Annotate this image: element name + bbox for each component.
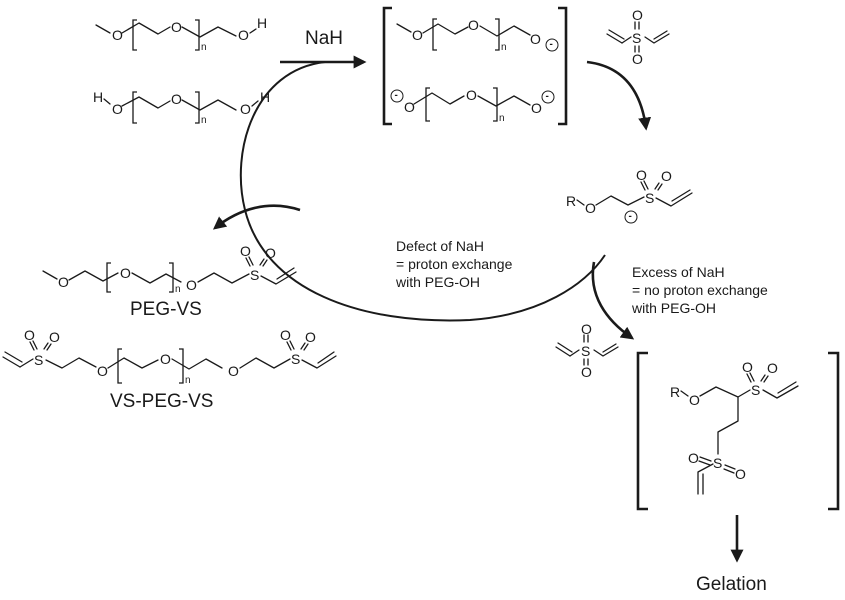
atom-o: O (171, 19, 182, 35)
atom-o: O (120, 265, 131, 281)
atom-o: O (240, 243, 251, 259)
atom-o: O (228, 363, 239, 379)
to-peg-vs-arrow (212, 204, 301, 230)
atom-o: O (767, 360, 778, 376)
atom-o: O (265, 245, 276, 261)
atom-o: O (688, 450, 699, 466)
atom-o: O (112, 27, 123, 43)
atom-r: R (670, 384, 680, 400)
defect-line-1: Defect of NaH (396, 238, 484, 254)
charge-minus: - (546, 91, 549, 102)
defect-line-2: = proton exchange (396, 256, 513, 272)
repeat-n: n (501, 42, 507, 53)
atom-o: O (581, 364, 592, 380)
atom-o: O (305, 329, 316, 345)
charge-minus: - (629, 211, 632, 222)
atom-o: O (240, 101, 251, 117)
atom-o: O (238, 27, 249, 43)
repeat-n: n (175, 284, 181, 295)
atom-o: O (636, 167, 647, 183)
atom-o: O (531, 100, 542, 116)
atom-r: R (566, 193, 576, 209)
repeat-n: n (201, 115, 207, 126)
left-bracket (636, 351, 648, 511)
atom-o: O (468, 17, 479, 33)
right-bracket (828, 351, 840, 511)
reagent-label-nah: NaH (305, 28, 343, 49)
atom-o: O (585, 200, 596, 216)
atom-s: S (34, 352, 43, 368)
atom-o: O (632, 51, 643, 67)
atom-o: O (280, 327, 291, 343)
vs-peg-vs-label: VS-PEG-VS (110, 391, 213, 412)
right-bracket (558, 6, 568, 126)
atom-s: S (632, 30, 641, 46)
left-bracket (382, 6, 392, 126)
atom-o: O (58, 274, 69, 290)
excess-branch-arrow (591, 261, 635, 340)
atom-o: O (404, 99, 415, 115)
atom-o: O (171, 91, 182, 107)
divinyl-sulfone-top: S O O (606, 7, 670, 67)
peg-diol-structure: H O O n O H (93, 89, 270, 126)
atom-o: O (530, 31, 541, 47)
atom-s: S (291, 351, 300, 367)
atom-o: O (112, 101, 123, 117)
atom-o: O (160, 351, 171, 367)
excess-condition-label: Excess of NaH = no proton exchange with … (631, 264, 768, 316)
alkoxide-intermediates: O O n O - - O O n O - (382, 6, 568, 126)
atom-o: O (735, 466, 746, 482)
divinyl-sulfone-lower: S O O (555, 321, 619, 380)
carbanion-intermediate: R O - S O O (566, 167, 693, 224)
atom-h: H (257, 15, 267, 31)
proton-exchange-cycle-arc (239, 61, 606, 322)
atom-s: S (645, 190, 654, 206)
negative-charge-icon (541, 90, 555, 104)
mpeg-oh-structure: O O n O H (95, 15, 267, 53)
atom-o: O (742, 359, 753, 375)
atom-o: O (689, 392, 700, 408)
atom-o: O (466, 87, 477, 103)
atom-o: O (186, 277, 197, 293)
atom-s: S (250, 267, 259, 283)
atom-s: S (713, 455, 722, 471)
repeat-n: n (499, 113, 505, 124)
addition-arrow (586, 60, 652, 131)
atom-o: O (412, 27, 423, 43)
atom-o: O (24, 327, 35, 343)
repeat-n: n (201, 42, 207, 53)
defect-condition-label: Defect of NaH = proton exchange with PEG… (395, 238, 513, 290)
negative-charge-icon (390, 89, 404, 103)
excess-line-3: with PEG-OH (631, 300, 716, 316)
peg-vs-label: PEG-VS (130, 299, 202, 320)
atom-s: S (581, 343, 590, 359)
atom-s: S (751, 382, 760, 398)
negative-charge-icon (624, 210, 638, 224)
excess-line-2: = no proton exchange (632, 282, 768, 298)
atom-o: O (581, 321, 592, 337)
vs-peg-vs-structure: S O O O O n O S O O (2, 327, 337, 386)
repeat-n: n (185, 375, 191, 386)
excess-line-1: Excess of NaH (632, 264, 725, 280)
charge-minus: - (395, 90, 398, 101)
crosslink-intermediate: R O S O O S O O (636, 351, 840, 511)
negative-charge-icon (545, 38, 559, 52)
defect-line-3: with PEG-OH (395, 274, 480, 290)
atom-o: O (632, 7, 643, 23)
atom-h: H (93, 89, 103, 105)
atom-o: O (661, 168, 672, 184)
gelation-label: Gelation (696, 574, 767, 595)
charge-minus: - (550, 39, 553, 50)
atom-o: O (97, 363, 108, 379)
peg-vs-structure: O O n O S O O (42, 243, 297, 295)
atom-o: O (49, 329, 60, 345)
